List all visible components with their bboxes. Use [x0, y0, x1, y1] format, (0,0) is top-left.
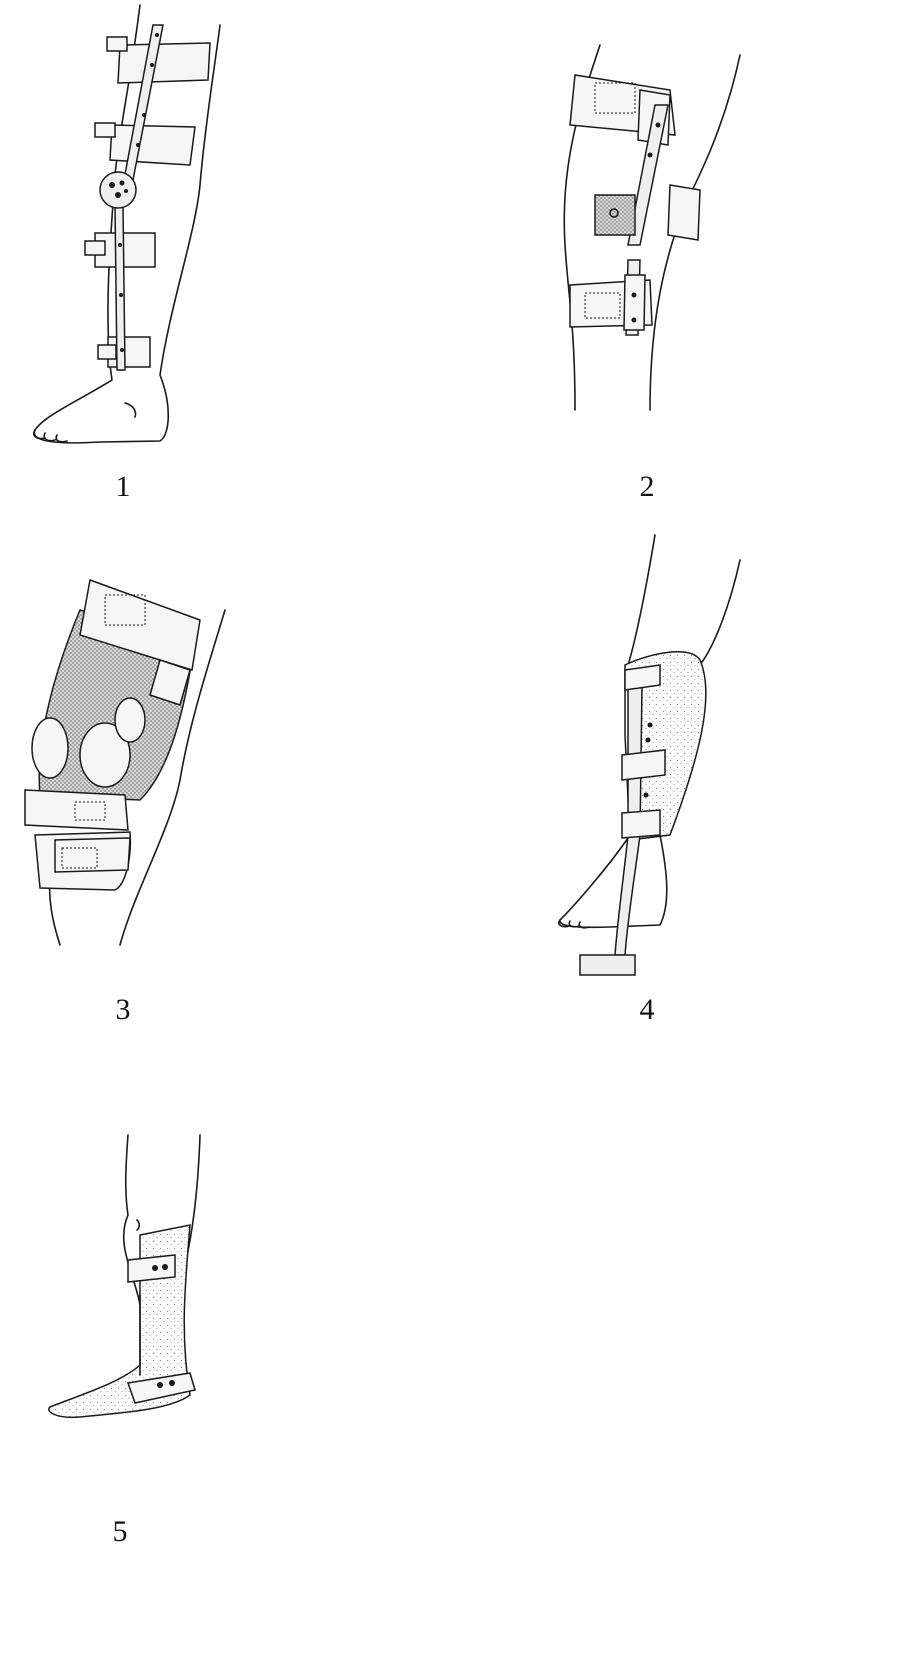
- figure-3: [20, 570, 240, 950]
- figure-4-label: 4: [639, 993, 655, 1026]
- sleeve-knee-brace-illustration: [24, 578, 226, 946]
- hinged-knee-brace-illustration: [563, 44, 741, 411]
- figure-1-label: 1: [115, 470, 131, 503]
- weight-bearing-orthosis-illustration: [558, 534, 741, 976]
- figure-5: [40, 1134, 220, 1435]
- knee-ankle-foot-orthosis-illustration: [32, 4, 221, 444]
- figure-1: [20, 4, 260, 455]
- figure-4: [550, 534, 750, 985]
- figure-2-label: 2: [639, 470, 655, 503]
- ankle-foot-orthosis-illustration: [48, 1134, 201, 1419]
- figure-2: [540, 44, 760, 415]
- figure-5-label: 5: [112, 1515, 128, 1548]
- figure-3-label: 3: [115, 993, 131, 1026]
